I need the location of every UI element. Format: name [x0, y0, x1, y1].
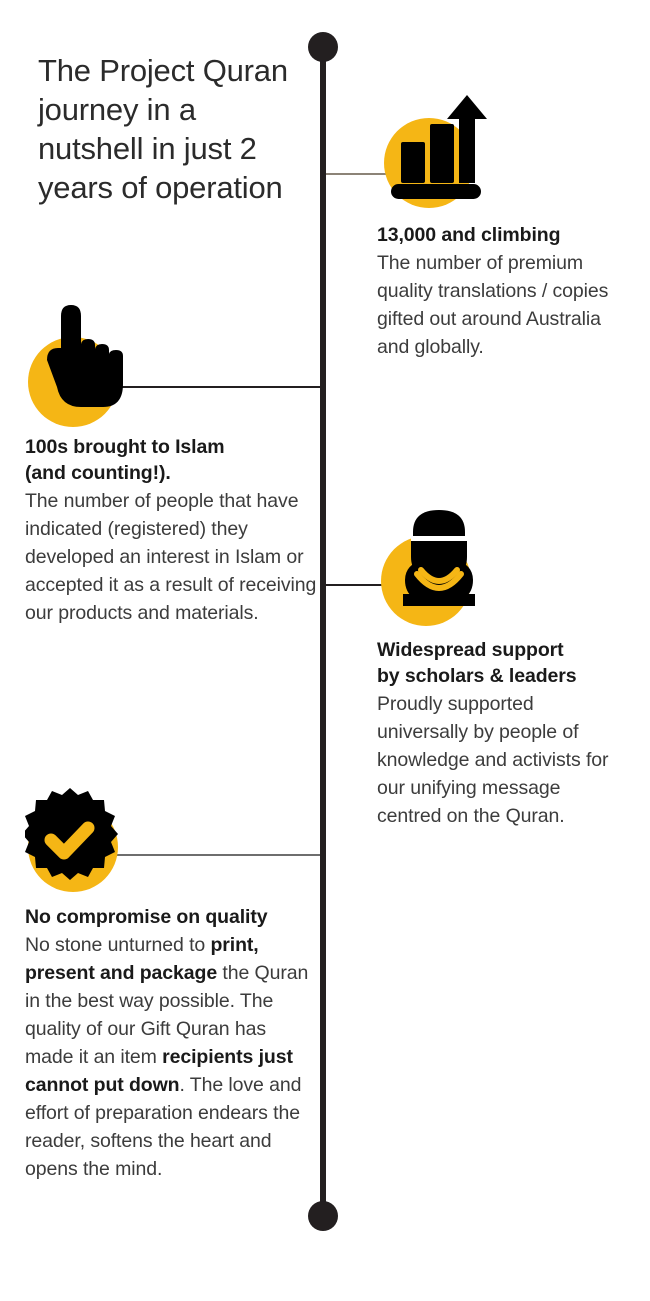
page-title: The Project Quran journey in a nutshell … [38, 52, 288, 205]
item-heading-line-2: (and counting!). [25, 462, 171, 484]
quality-badge-check-icon [25, 785, 140, 897]
item-heading: 13,000 and climbing [377, 224, 561, 246]
pointing-hand-icon [25, 305, 140, 427]
body-text-part-1: No stone unturned to [25, 934, 211, 956]
body-text-bold-1: print, present and package [25, 934, 259, 984]
body-text-part-2: the Quran in the best way possible. The … [25, 962, 309, 1068]
bar-chart-growth-icon [377, 95, 492, 215]
item-heading-line-2: by scholars & leaders [377, 665, 577, 687]
connector-line-1 [323, 173, 395, 175]
connector-line-2 [75, 386, 325, 388]
item-heading: No compromise on quality [25, 906, 268, 928]
item-heading-line-1: Widespread support [377, 639, 564, 661]
body-text-part-3: . The love and effort of preparation end… [25, 1074, 302, 1180]
item-body: No stone unturned to print, present and … [25, 931, 317, 1183]
timeline-item-growth: 13,000 and climbing The number of premiu… [377, 95, 622, 361]
timeline-start-dot [308, 32, 338, 62]
timeline-item-quality: No compromise on quality No stone unturn… [25, 785, 315, 1183]
timeline-item-scholars: Widespread support by scholars & leaders… [377, 508, 622, 830]
connector-line-3 [323, 584, 393, 586]
scholar-person-icon [377, 508, 492, 630]
item-body: The number of people that have indicated… [25, 490, 317, 624]
item-heading-line-1: 100s brought to Islam [25, 436, 225, 458]
body-text-bold-2: recipients just cannot put down [25, 1046, 293, 1096]
connector-line-4 [75, 854, 325, 856]
item-body: The number of premium quality translatio… [377, 252, 609, 358]
timeline-end-dot [308, 1201, 338, 1231]
timeline-spine [320, 47, 326, 1217]
item-body: Proudly supported universally by people … [377, 693, 609, 827]
timeline-item-converts: 100s brought to Islam (and counting!). T… [25, 305, 317, 627]
